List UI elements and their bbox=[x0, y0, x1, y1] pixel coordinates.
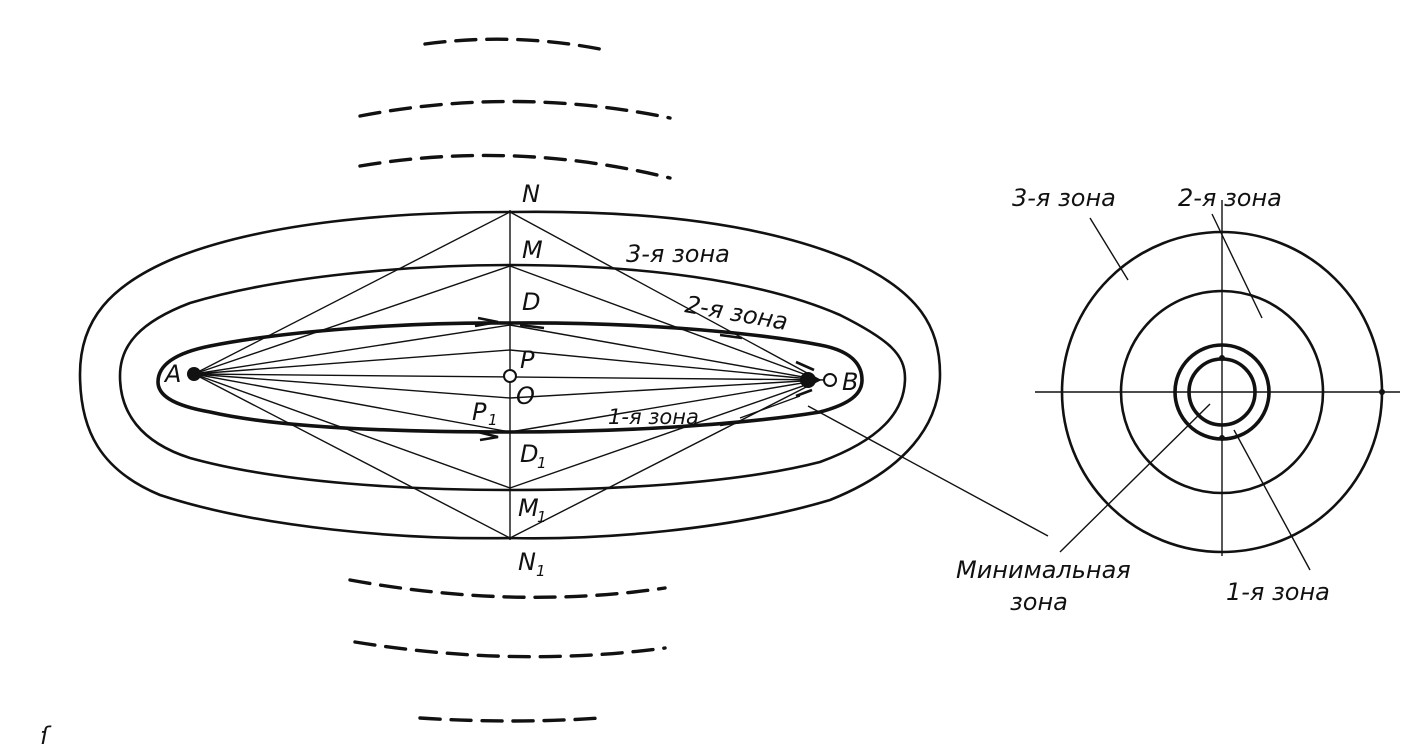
label-zone3-left: 3-я зона bbox=[626, 240, 730, 268]
label-minimal-line1: Минимальная bbox=[956, 556, 1131, 584]
label-N: N bbox=[522, 180, 540, 208]
label-N1-sub: 1 bbox=[536, 562, 546, 580]
dashed-arcs-bottom bbox=[348, 578, 667, 723]
label-M1-sub: 1 bbox=[537, 508, 547, 526]
leader-zone3 bbox=[1089, 217, 1129, 281]
label-B: B bbox=[842, 368, 858, 396]
label-N1: N bbox=[518, 548, 536, 576]
point-A bbox=[187, 367, 201, 381]
right-figure: 3-я зона 2-я зона 1-я зона Минимальная з… bbox=[807, 184, 1400, 616]
left-figure: A B N M D P O P 1 D 1 M 1 N 1 3-я зона 2… bbox=[78, 37, 942, 723]
rays-to-B bbox=[509, 211, 821, 539]
label-A: A bbox=[163, 360, 181, 388]
label-D: D bbox=[522, 288, 540, 316]
label-O: O bbox=[516, 382, 535, 410]
point-B bbox=[823, 373, 837, 387]
margin-mark: ſ bbox=[40, 722, 52, 748]
label-P1-sub: 1 bbox=[488, 411, 498, 429]
tick-dot bbox=[1379, 389, 1385, 395]
label-M: M bbox=[522, 236, 543, 264]
label-zone3-right: 3-я зона bbox=[1012, 184, 1116, 212]
label-zone2-right: 2-я зона bbox=[1178, 184, 1282, 212]
label-D1-sub: 1 bbox=[537, 454, 547, 472]
point-O bbox=[503, 369, 517, 383]
leader-minimal-left bbox=[807, 405, 1049, 537]
label-M1: M bbox=[518, 494, 539, 522]
circle-zone2 bbox=[1119, 289, 1325, 495]
label-minimal-line2: зона bbox=[1010, 588, 1068, 616]
label-zone1-right: 1-я зона bbox=[1226, 578, 1330, 606]
zone1-leader-left bbox=[739, 395, 801, 419]
tick-dot bbox=[1219, 435, 1225, 441]
label-D1: D bbox=[520, 440, 538, 468]
boundary-arrows bbox=[474, 316, 815, 442]
label-P1: P bbox=[472, 398, 487, 426]
leader-zone2 bbox=[1211, 213, 1263, 319]
tick-dot bbox=[1219, 355, 1225, 361]
dashed-arcs-top bbox=[358, 37, 672, 180]
leader-minimal-right bbox=[1059, 403, 1211, 553]
rays-from-A bbox=[193, 211, 511, 539]
point-B-cluster bbox=[800, 372, 816, 388]
label-P: P bbox=[520, 346, 535, 374]
leader-zone1 bbox=[1233, 429, 1311, 571]
label-zone1-left: 1-я зона bbox=[608, 405, 699, 429]
